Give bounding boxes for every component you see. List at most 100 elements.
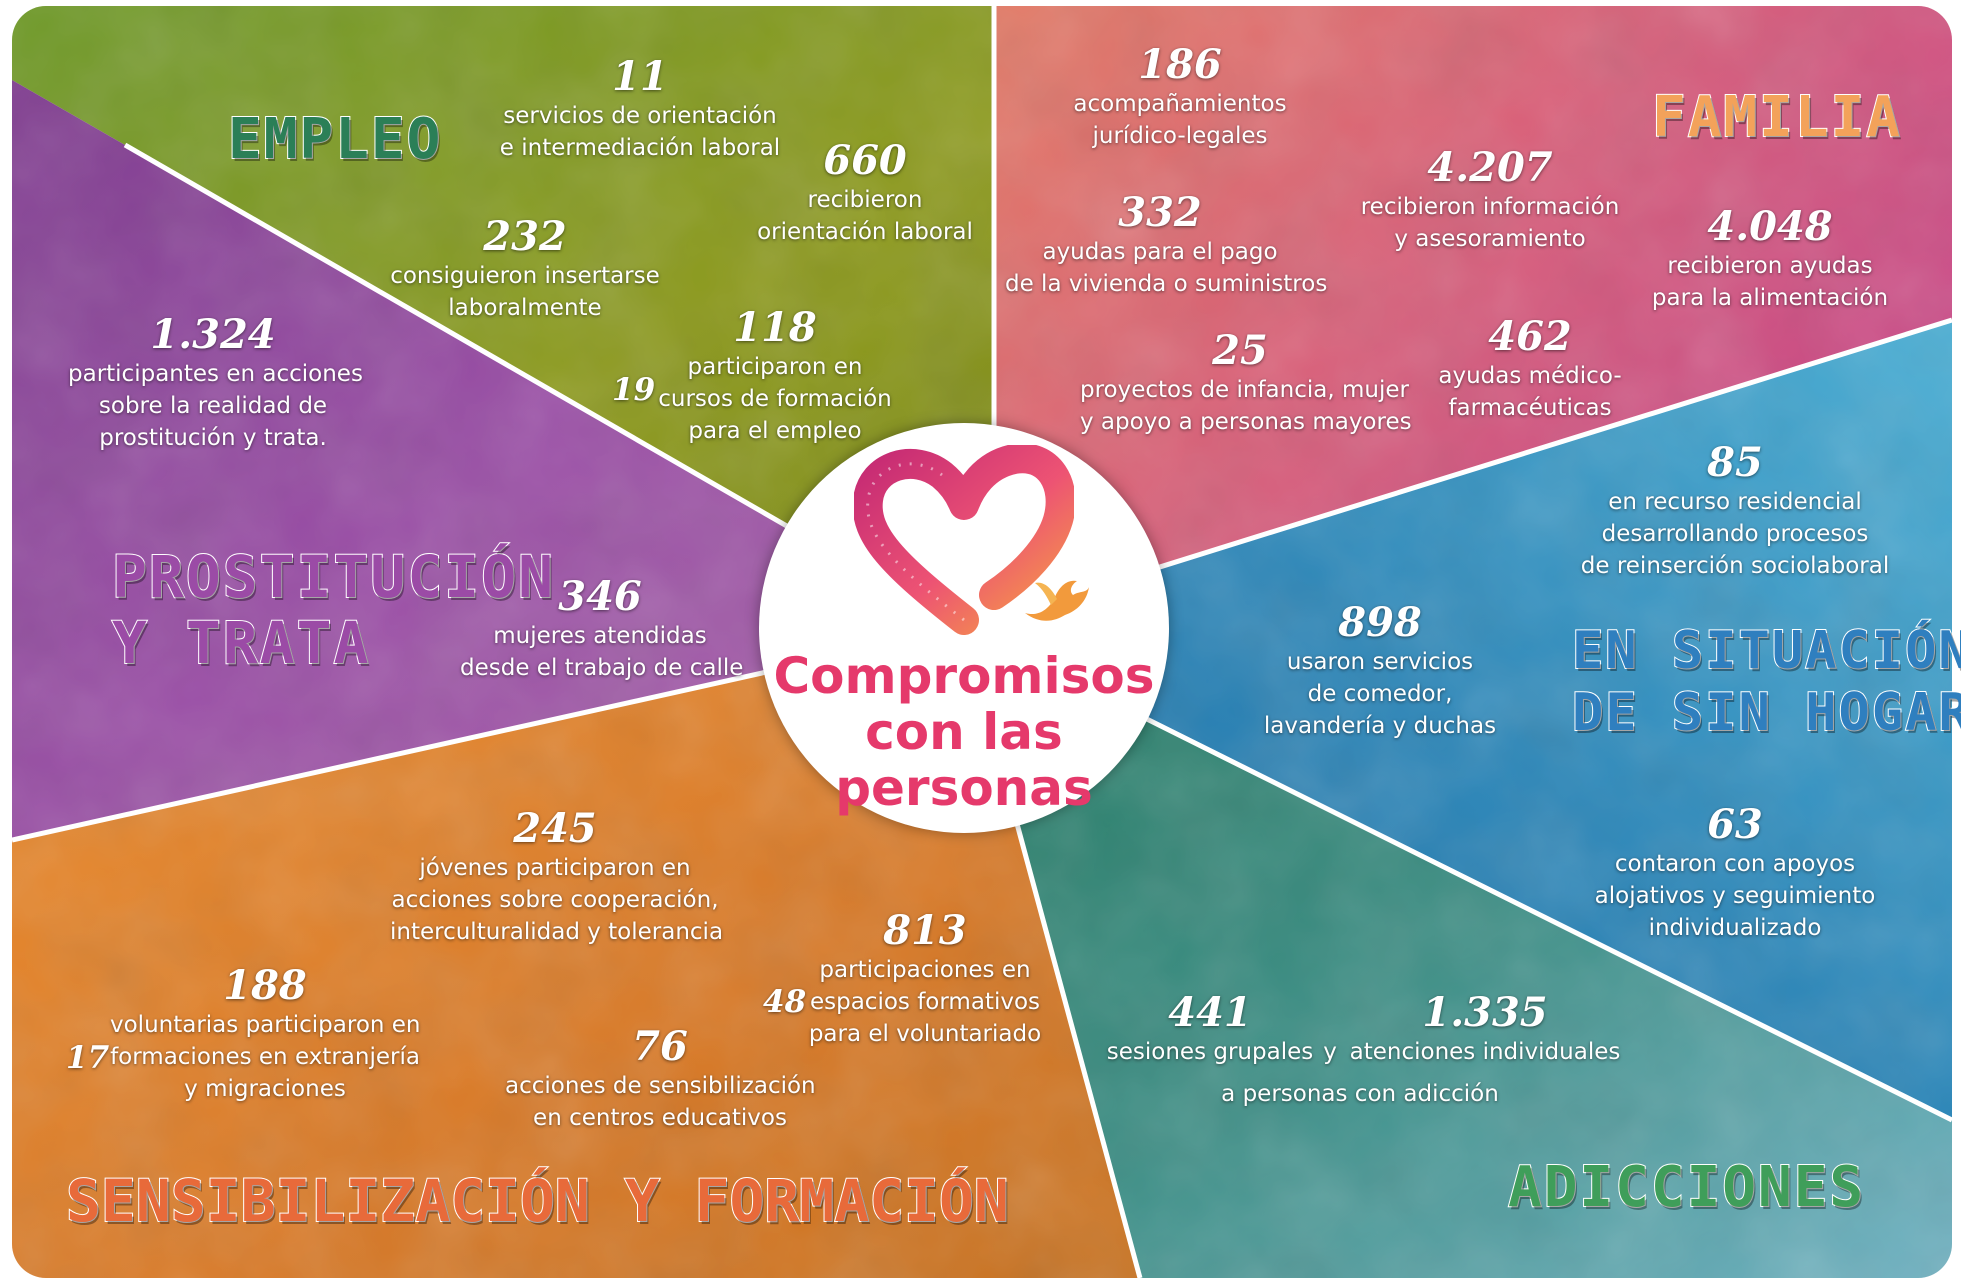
stat-text: prostitución y trata. bbox=[99, 425, 327, 451]
stat-text: e intermediación laboral bbox=[499, 135, 781, 161]
adicciones-footer: a personas con adicción bbox=[1180, 1078, 1540, 1110]
stat-number: 4.048 bbox=[1707, 203, 1833, 250]
stat-number: 186 bbox=[1138, 41, 1222, 88]
adicciones-title: Adicciones bbox=[1507, 1155, 1866, 1220]
heart-brush-icon bbox=[854, 445, 1074, 635]
stat-text: sesiones grupales bbox=[1106, 1039, 1314, 1065]
sensibilizacion-side-17: 17 bbox=[66, 1040, 110, 1076]
stat-text: para el empleo bbox=[688, 418, 862, 444]
stat-number: 332 bbox=[1118, 189, 1202, 236]
stat-number: 4.207 bbox=[1427, 144, 1553, 191]
stat-text: desarrollando procesos bbox=[1601, 521, 1869, 547]
stat-text: recibieron información bbox=[1360, 194, 1620, 220]
stat-number: 85 bbox=[1707, 439, 1763, 486]
stat-text: laboralmente bbox=[448, 295, 602, 321]
empleo-stat-118: 118 participaron en cursos de formación … bbox=[640, 305, 910, 447]
stat-text: jurídico-legales bbox=[1092, 123, 1268, 149]
bird-icon bbox=[1025, 580, 1089, 621]
stat-text: contaron con apoyos bbox=[1614, 851, 1856, 877]
familia-stat-25: 25 proyectos de infancia, mujer y apoyo … bbox=[1080, 327, 1412, 438]
stat-text: mujeres atendidas bbox=[493, 623, 707, 649]
familia-stat-332: 332 ayudas para el pago de la vivienda o… bbox=[1005, 189, 1328, 300]
stat-text: proyectos de infancia, mujer bbox=[1080, 377, 1409, 403]
familia-stat-4048: 4.048 recibieron ayudas para la alimenta… bbox=[1640, 204, 1900, 314]
empleo-stat-11: 11 servicios de orientación e intermedia… bbox=[475, 54, 805, 164]
stat-text: voluntarias participaron en bbox=[110, 1012, 421, 1038]
adicciones-stat-441: 441 sesiones grupales bbox=[1095, 990, 1325, 1068]
stat-number: 25 bbox=[1212, 327, 1268, 374]
stat-number: 898 bbox=[1338, 599, 1422, 646]
stat-text: y migraciones bbox=[184, 1076, 346, 1102]
stat-number: 813 bbox=[883, 907, 967, 954]
stat-number: 462 bbox=[1488, 313, 1572, 360]
stat-text: de la vivienda o suministros bbox=[1005, 271, 1328, 297]
sensibilizacion-stat-245: 245 jóvenes participaron en acciones sob… bbox=[390, 805, 724, 948]
empleo-stat-660: 660 recibieron orientación laboral bbox=[740, 138, 990, 248]
sensibilizacion-stat-813: 813 participaciones en espacios formativ… bbox=[805, 908, 1045, 1050]
stat-text: recibieron ayudas bbox=[1667, 253, 1873, 279]
stat-text: ayudas para el pago bbox=[1042, 239, 1278, 265]
sensibilizacion-title: Sensibilización y formación bbox=[65, 1167, 1010, 1235]
stat-text: jóvenes participaron en bbox=[419, 855, 691, 881]
stat-text: sobre la realidad de bbox=[98, 393, 328, 419]
stat-text: participaciones en bbox=[819, 957, 1031, 983]
stat-number: 76 bbox=[632, 1023, 688, 1070]
stat-text: y apoyo a personas mayores bbox=[1080, 409, 1412, 435]
stat-text: ayudas médico- bbox=[1438, 363, 1622, 389]
stat-text: en recurso residencial bbox=[1608, 489, 1862, 515]
center-title-line1: Compromisos bbox=[773, 647, 1155, 705]
familia-stat-462: 462 ayudas médico- farmacéuticas bbox=[1420, 314, 1640, 424]
prostitucion-stat-1324: 1.324 participantes en acciones sobre la… bbox=[68, 311, 363, 454]
empleo-title: Empleo bbox=[227, 107, 443, 172]
sinhogar-stat-85: 85 en recurso residencial desarrollando … bbox=[1575, 440, 1895, 582]
stat-text: de reinserción sociolaboral bbox=[1580, 553, 1890, 579]
stat-text: de comedor, bbox=[1307, 681, 1453, 707]
stat-text: participantes en acciones bbox=[68, 361, 363, 387]
stat-text: recibieron bbox=[807, 187, 923, 213]
sinhogar-title-line2: de sin hogar bbox=[1571, 683, 1961, 743]
stat-text: y asesoramiento bbox=[1394, 226, 1586, 252]
stat-text: cursos de formación bbox=[658, 386, 892, 412]
stat-number: 441 bbox=[1168, 989, 1252, 1036]
stat-text: para la alimentación bbox=[1651, 285, 1889, 311]
sinhogar-title-line1: En situación bbox=[1571, 621, 1961, 681]
stat-number: 1.335 bbox=[1422, 989, 1548, 1036]
empleo-stat-232: 232 consiguieron insertarse laboralmente bbox=[375, 214, 675, 324]
stat-text: individualizado bbox=[1648, 915, 1822, 941]
stat-text: atenciones individuales bbox=[1349, 1039, 1621, 1065]
stat-number: 188 bbox=[223, 962, 307, 1009]
stat-text: orientación laboral bbox=[757, 219, 973, 245]
adicciones-conjunction: y bbox=[1315, 1036, 1345, 1068]
stat-number: 346 bbox=[558, 573, 642, 620]
familia-stat-4207: 4.207 recibieron información y asesorami… bbox=[1355, 145, 1625, 255]
stat-number: 245 bbox=[513, 805, 597, 852]
stat-text: acciones sobre cooperación, bbox=[391, 887, 719, 913]
stat-number: 118 bbox=[733, 304, 817, 351]
stat-number: 63 bbox=[1707, 801, 1763, 848]
stat-text: en centros educativos bbox=[533, 1105, 787, 1131]
stat-text: participaron en bbox=[687, 354, 863, 380]
sinhogar-stat-898: 898 usaron servicios de comedor, lavande… bbox=[1255, 600, 1505, 742]
sinhogar-stat-63: 63 contaron con apoyos alojativos y segu… bbox=[1580, 802, 1890, 944]
stat-text: usaron servicios bbox=[1286, 649, 1474, 675]
stat-text: para el voluntariado bbox=[808, 1021, 1042, 1047]
stat-text: farmacéuticas bbox=[1448, 395, 1612, 421]
stat-text: lavandería y duchas bbox=[1263, 713, 1497, 739]
prostitucion-title-line1: Prostitución bbox=[111, 543, 556, 611]
stat-number: 1.324 bbox=[150, 311, 276, 358]
sensibilizacion-stat-188: 188 voluntarias participaron en formacio… bbox=[110, 962, 421, 1105]
stat-text: servicios de orientación bbox=[503, 103, 777, 129]
stat-number: 232 bbox=[483, 213, 567, 260]
stat-text: interculturalidad y tolerancia bbox=[390, 919, 724, 945]
sensibilizacion-side-48: 48 bbox=[763, 984, 807, 1020]
sensibilizacion-stat-76: 76 acciones de sensibilización en centro… bbox=[505, 1023, 816, 1134]
stat-text: consiguieron insertarse bbox=[390, 263, 660, 289]
center-logo: Compromisos con las personas bbox=[759, 423, 1169, 833]
stat-text: alojativos y seguimiento bbox=[1594, 883, 1876, 909]
familia-stat-186: 186 acompañamientos jurídico-legales bbox=[1060, 42, 1300, 152]
stat-number: 11 bbox=[612, 53, 668, 100]
familia-title: Familia bbox=[1651, 85, 1903, 150]
stat-text: desde el trabajo de calle bbox=[460, 655, 744, 681]
